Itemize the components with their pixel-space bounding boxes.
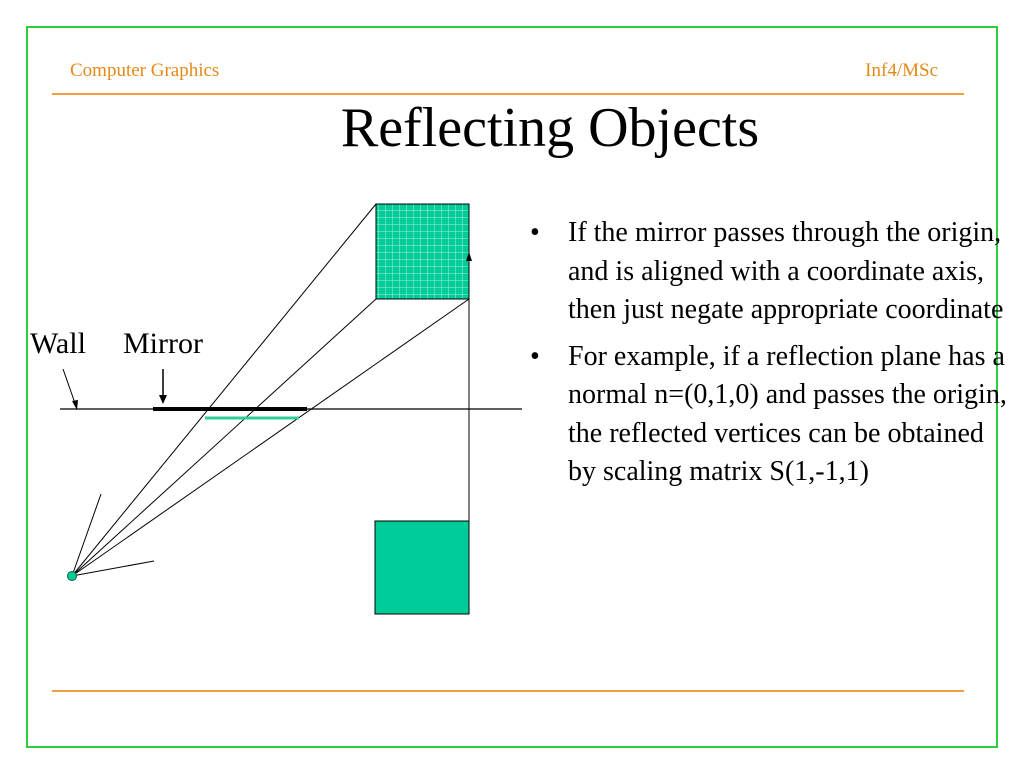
view-cone-line: [71, 560, 155, 577]
bullet-marker: •: [530, 217, 540, 248]
bullet-text: For example, if a reflection plane has a…: [568, 340, 1007, 488]
sight-line: [71, 203, 377, 577]
eye-point: [67, 571, 77, 581]
reflected-object: [375, 203, 470, 300]
wall-label: Wall: [30, 327, 86, 360]
real-object: [374, 520, 470, 615]
bullet-list: • If the mirror passes through the origi…: [530, 214, 1010, 500]
sight-line: [71, 298, 470, 577]
header-rule: [52, 93, 964, 95]
bullet-marker: •: [530, 340, 540, 372]
mirror-pointer-head: [159, 395, 167, 404]
bullet-text: If the mirror passes through the origin,…: [568, 217, 1004, 325]
slide-title: Reflecting Objects: [340, 97, 760, 159]
wall-pointer: [62, 368, 77, 407]
sight-line: [71, 298, 377, 577]
bullet-item: • If the mirror passes through the origi…: [530, 214, 1010, 330]
reflection-arrowhead: [466, 252, 472, 261]
view-cone-line: [71, 493, 102, 577]
wall-pointer-head: [72, 400, 78, 410]
header-course: Computer Graphics: [70, 60, 220, 81]
mirror-label: Mirror: [123, 327, 203, 360]
header-level: Inf4/MSc: [865, 60, 938, 81]
bullet-item: • For example, if a reflection plane has…: [530, 338, 1010, 492]
footer-rule: [52, 690, 964, 692]
slide-frame: [26, 26, 998, 748]
